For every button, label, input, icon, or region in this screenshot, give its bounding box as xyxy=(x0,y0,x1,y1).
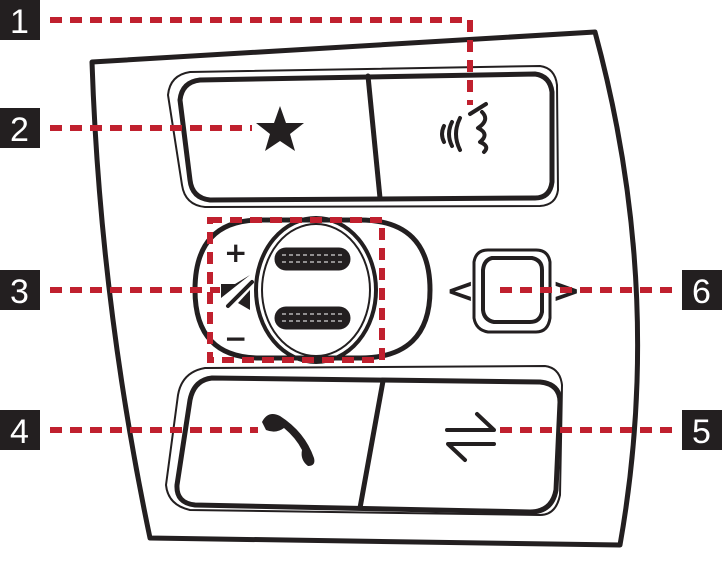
volume-down-symbol: − xyxy=(224,322,247,355)
wheel-grip-top xyxy=(274,247,351,271)
phone-icon xyxy=(262,414,315,466)
favorite-button[interactable] xyxy=(185,80,368,198)
voice-recognition-icon xyxy=(440,102,489,154)
middle-control-group: + − < > xyxy=(192,216,581,364)
svg-text:1: 1 xyxy=(10,3,29,41)
callout-label-1: 1 xyxy=(0,0,40,41)
seek-left-symbol: < xyxy=(446,271,475,311)
svg-text:3: 3 xyxy=(10,273,29,311)
source-switch-button[interactable] xyxy=(380,382,555,507)
callout-label-4: 4 xyxy=(0,410,40,451)
call-button[interactable] xyxy=(190,380,375,505)
voice-command-button[interactable] xyxy=(372,76,550,198)
svg-text:6: 6 xyxy=(692,273,711,311)
callout-label-5: 5 xyxy=(682,410,722,451)
callout-label-2: 2 xyxy=(0,108,40,149)
control-panel-outline xyxy=(89,29,641,548)
mute-icon xyxy=(221,275,254,310)
wheel-grip-bottom xyxy=(274,306,351,330)
volume-mute-wheel[interactable] xyxy=(254,216,378,364)
callout-label-3: 3 xyxy=(0,270,40,311)
svg-text:4: 4 xyxy=(10,413,29,451)
seek-left-right-switch[interactable]: < > xyxy=(446,248,581,334)
callout-lines xyxy=(50,17,680,433)
star-icon xyxy=(256,106,304,151)
top-button-group xyxy=(167,65,559,208)
svg-text:2: 2 xyxy=(10,111,29,149)
callout-label-6: 6 xyxy=(682,270,722,311)
svg-text:5: 5 xyxy=(692,413,711,451)
bottom-button-group xyxy=(165,365,563,516)
volume-up-symbol: + xyxy=(224,236,247,269)
switch-arrows-icon xyxy=(445,412,496,462)
